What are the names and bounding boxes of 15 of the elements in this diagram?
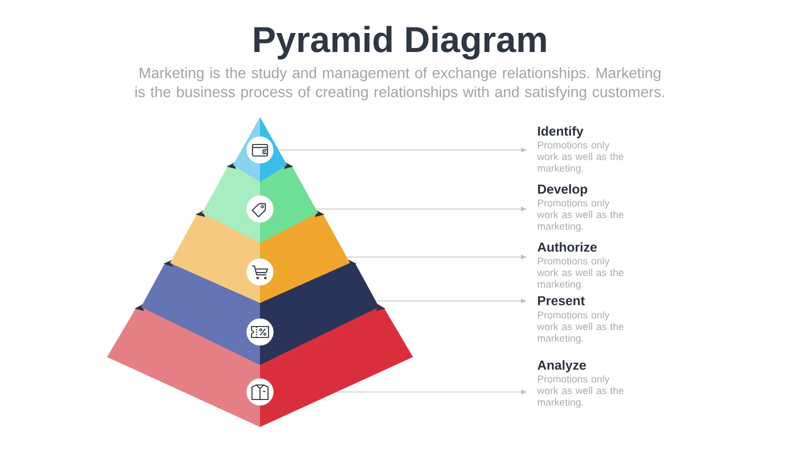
pyramid-tier	[141, 260, 379, 365]
pyramid-tier	[107, 304, 413, 427]
subtitle: Marketing is the study and management of exchange relationships. Marketing is the business process of creating relationships with and satisfying customers.	[135, 67, 664, 100]
step-heading: Analyze	[538, 360, 586, 372]
step-description: Promotions only work as well as the marketing.	[537, 141, 624, 174]
title: Pyramid Diagram	[254, 26, 546, 60]
step-heading: Present	[538, 296, 585, 306]
step-description: Promotions only work as well as the marketing.	[537, 199, 624, 232]
step-heading: Develop	[538, 184, 588, 196]
step-heading: Authorize	[538, 242, 597, 252]
step-description: Promotions only work as well as the marketing.	[537, 375, 624, 408]
step-heading: Identify	[538, 126, 584, 138]
pyramid-tier	[170, 210, 350, 303]
step-description: Promotions only work as well as the marketing.	[537, 257, 624, 290]
step-description: Promotions only work as well as the marketing.	[537, 311, 624, 344]
